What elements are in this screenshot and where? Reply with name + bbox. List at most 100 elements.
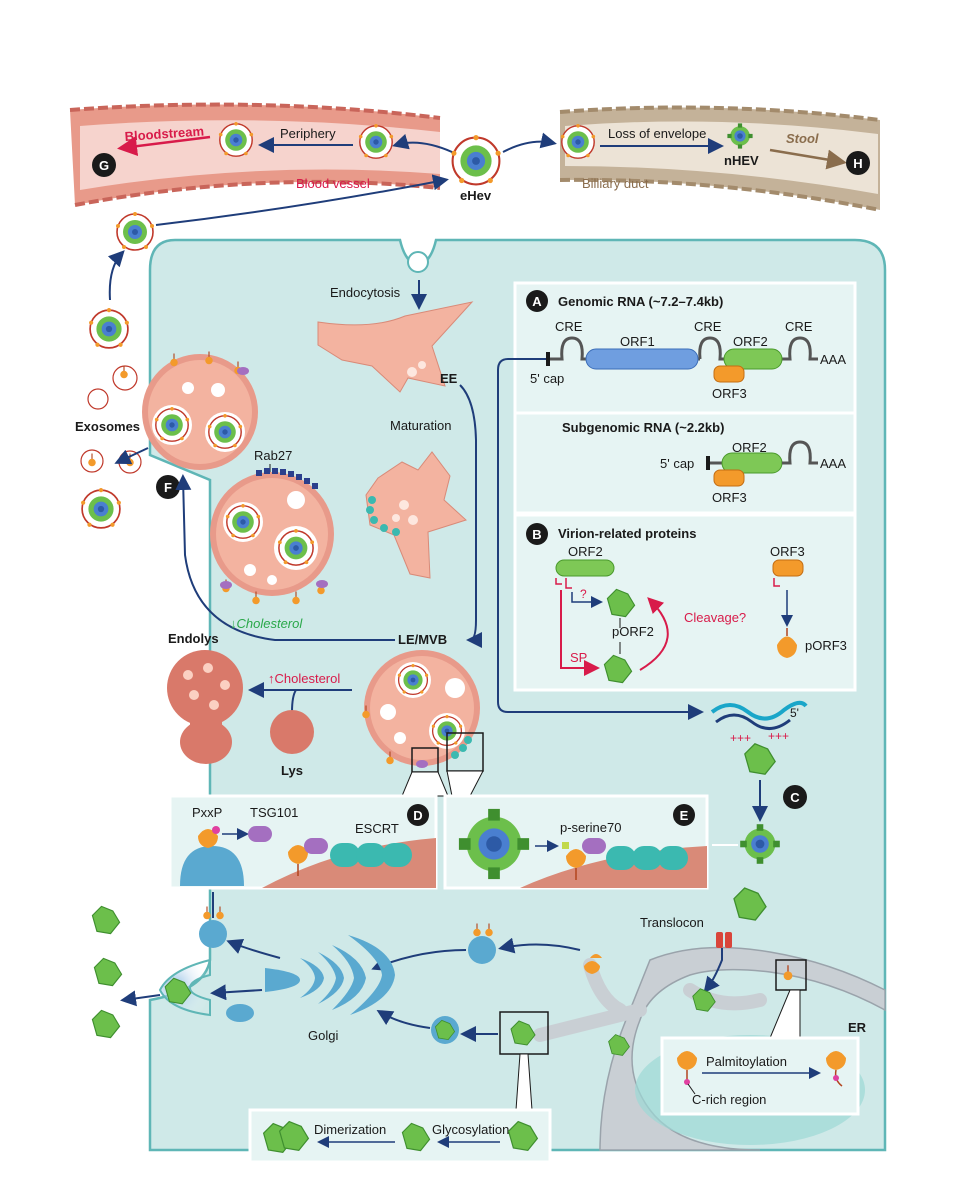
- endosome-vesicle: [418, 361, 426, 369]
- svg-text:F: F: [164, 480, 172, 495]
- exosomes-label: Exosomes: [75, 419, 140, 434]
- cleavage-label: Cleavage?: [684, 610, 746, 625]
- exosome-release-arrow: [114, 447, 149, 465]
- svg-text:A: A: [532, 294, 542, 309]
- endocytosis-pit: [407, 251, 429, 273]
- endolys-label: Endolys: [168, 631, 219, 646]
- translocon-label: Translocon: [640, 915, 704, 930]
- orf2-label: ORF2: [733, 334, 768, 349]
- golgi-to-vesicle-arrow: [226, 939, 281, 959]
- golgi-apparatus: [226, 935, 395, 1022]
- nhev-label: nHEV: [724, 153, 759, 168]
- lysosome: [270, 710, 314, 754]
- cre-label: CRE: [555, 319, 583, 334]
- secretory-mvb: [142, 350, 258, 470]
- sp-arrow: [560, 590, 600, 676]
- badge-f: F: [156, 475, 180, 499]
- maturation-label: Maturation: [390, 418, 451, 433]
- cholesterol-up-label: ↑Cholesterol: [268, 671, 340, 686]
- sp-label: SP: [570, 650, 587, 665]
- translocon-channel: [716, 932, 732, 948]
- porf3-e: [562, 838, 606, 880]
- tsg101-label: TSG101: [250, 805, 298, 820]
- lys-connector: [291, 689, 297, 713]
- rna-to-translation-arrow: [497, 358, 704, 720]
- orf2-bar: [555, 559, 615, 577]
- ee-to-mvb-arrow: [459, 384, 483, 648]
- cholesterol-down-label: ↓Cholesterol: [230, 616, 303, 631]
- pxxp-label: PxxP: [192, 805, 222, 820]
- secretion-arrow: [210, 984, 263, 1001]
- translation-complex: +++ +++: [710, 700, 808, 775]
- stool-label: Stool: [786, 131, 819, 146]
- maturing-endosome-markers: [366, 496, 418, 536]
- periphery-label: Periphery: [280, 126, 336, 141]
- glyco-to-golgi-arrow: [376, 1009, 431, 1029]
- five-cap-label: 5' cap: [660, 456, 694, 471]
- svg-text:E: E: [680, 808, 689, 823]
- aaa-label: AAA: [820, 352, 846, 367]
- five-cap-label: 5' cap: [530, 371, 564, 386]
- loss-of-envelope-label: Loss of envelope: [608, 126, 706, 141]
- release-to-ehev-arrow: [155, 174, 449, 226]
- rab27-label: Rab27: [254, 448, 292, 463]
- sub-cap: [706, 456, 710, 470]
- panel-b: [513, 513, 857, 692]
- svg-text:+++: +++: [768, 729, 789, 743]
- badge-h: H: [846, 151, 870, 175]
- badge-b: B: [526, 523, 548, 545]
- escrt-complex: [330, 843, 412, 867]
- secreted-porf2-icon: [91, 905, 121, 935]
- tsg101-protein: [248, 826, 272, 842]
- pserine70-label: p-serine70: [560, 820, 621, 835]
- blood-vessel-label: Blood vessel: [296, 176, 370, 191]
- orf3-protein-d2: [288, 838, 328, 876]
- ehev-label: eHev: [460, 188, 492, 203]
- virion-icon: [115, 212, 155, 251]
- orf3-start-flag: [773, 578, 780, 587]
- question-label: ?: [580, 587, 587, 601]
- er-label: ER: [848, 1020, 867, 1035]
- panel-a: [513, 281, 857, 415]
- lys-label: Lys: [281, 763, 303, 778]
- crich-label: C-rich region: [692, 1092, 766, 1107]
- svg-text:G: G: [99, 158, 109, 173]
- le-mvb-label: LE/MVB: [398, 632, 447, 647]
- subgenomic-rna-title: Subgenomic RNA (~2.2kb): [562, 420, 724, 435]
- er-to-vesicle-arrow: [498, 937, 581, 954]
- escrt-complex-e: [606, 846, 688, 870]
- svg-text:+++: +++: [730, 731, 751, 745]
- dimerization-label: Dimerization: [314, 1122, 386, 1137]
- orf2-start-flag: [555, 578, 572, 589]
- golgi-label: Golgi: [308, 1028, 338, 1043]
- orf3-label: ORF3: [770, 544, 805, 559]
- orf1-label: ORF1: [620, 334, 655, 349]
- bloodstream-arrow: [117, 135, 211, 157]
- orf2-question-arrow: [571, 592, 603, 608]
- bloodstream-label: Bloodstream: [124, 123, 204, 144]
- orf3-protein-d: [198, 826, 220, 848]
- sub-orf3-bar: [713, 469, 745, 487]
- palmitoylation-label: Palmitoylation: [706, 1054, 787, 1069]
- ehev-to-vessel-arrow: [392, 133, 453, 153]
- orf1-bar: [585, 348, 699, 370]
- orf3-bar: [772, 559, 804, 577]
- cre-label: CRE: [694, 319, 722, 334]
- porf3-palm: [826, 1051, 846, 1087]
- ehev-to-duct-arrow: [502, 132, 557, 153]
- porf3-unpalm: [677, 1051, 697, 1085]
- maturing-endosome: [365, 451, 467, 579]
- endolysosome: [167, 650, 243, 764]
- svg-text:B: B: [532, 527, 541, 542]
- porf3-protein-icon: [777, 628, 797, 658]
- biliary-duct: [559, 105, 881, 212]
- five-prime-label: 5': [790, 706, 799, 720]
- le-mvb: [361, 650, 480, 768]
- aaa-label: AAA: [820, 456, 846, 471]
- cleavage-arrow: [639, 597, 669, 671]
- orf3-transport-vesicle: [468, 936, 496, 964]
- badge-g: G: [92, 153, 116, 177]
- orf3-label: ORF3: [712, 386, 747, 401]
- secreted-porf2-icon: [93, 957, 123, 987]
